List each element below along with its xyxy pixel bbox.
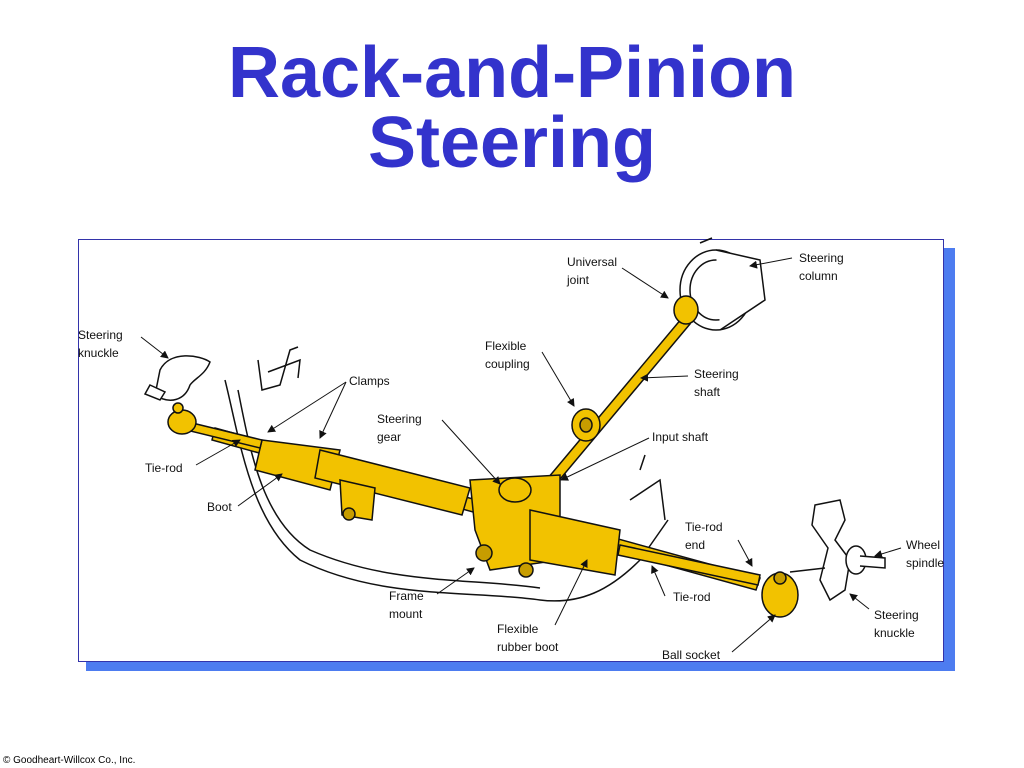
callout-lines (140, 257, 902, 653)
label-input-shaft: Input shaft (652, 430, 709, 444)
label-ball-socket: Ball socket (662, 648, 721, 662)
page-title: Rack-and-Pinion Steering (0, 33, 1024, 183)
label-steering-shaft: Steering shaft (694, 367, 742, 399)
copyright-notice: © Goodheart-Willcox Co., Inc. (3, 755, 136, 766)
label-tie-rod-right: Tie-rod (673, 590, 711, 604)
label-flexible-rubber-boot: Flexible rubber boot (497, 622, 559, 654)
label-frame-mount: Frame mount (389, 589, 427, 621)
label-boot: Boot (207, 500, 232, 514)
title-line-1: Rack-and-Pinion (227, 33, 797, 113)
title-line-2: Steering (367, 103, 657, 183)
label-flexible-coupling: Flexible coupling (485, 339, 530, 371)
flexible-coupling (571, 408, 601, 442)
label-steering-column: Steering column (799, 251, 847, 283)
steering-shaft (546, 316, 692, 486)
tie-rod-left (167, 402, 263, 449)
label-steering-knuckle-right: Steering knuckle (874, 608, 922, 640)
label-tie-rod-left: Tie-rod (145, 461, 183, 475)
steering-knuckle-right (789, 499, 886, 602)
label-clamps: Clamps (349, 374, 390, 388)
tie-rod-right (617, 544, 799, 618)
label-universal-joint: Universal joint (566, 255, 620, 287)
label-tie-rod-end: Tie-rod end (685, 520, 726, 552)
label-steering-gear: Steering gear (377, 412, 425, 444)
steering-column (673, 237, 766, 331)
diagram-labels: Universal joint Steering column Steering… (78, 251, 944, 662)
label-steering-knuckle-left: Steering knuckle (78, 328, 126, 360)
label-wheel-spindle: Wheel spindle (906, 538, 944, 570)
steering-knuckle-left (143, 355, 211, 401)
